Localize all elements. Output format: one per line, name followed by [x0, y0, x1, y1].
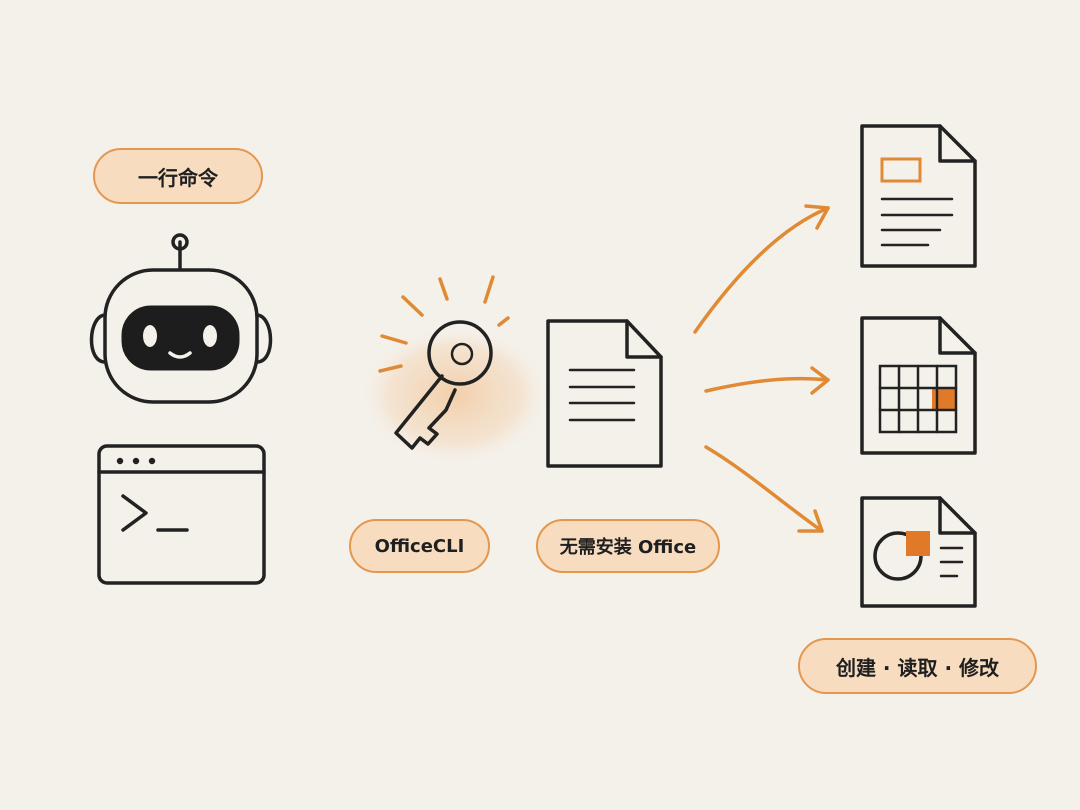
- key-icon: [394, 320, 493, 450]
- label-no-install-office: 无需安装 Office: [536, 519, 720, 573]
- word-document-icon: [860, 124, 977, 268]
- document-icon: [546, 319, 663, 468]
- spreadsheet-icon: [860, 316, 977, 455]
- label-create-read-modify: 创建 · 读取 · 修改: [798, 638, 1037, 694]
- terminal-icon: [97, 444, 266, 585]
- label-one-command: 一行命令: [93, 148, 263, 204]
- robot-icon: [89, 233, 273, 404]
- arrow-to-spreadsheet: [704, 366, 830, 395]
- arrow-to-document: [693, 204, 830, 334]
- sparkle-icon: [378, 275, 510, 373]
- presentation-icon: [860, 496, 977, 608]
- glow-highlight: [360, 325, 550, 465]
- label-officecli: OfficeCLI: [349, 519, 490, 573]
- arrow-to-presentation: [704, 445, 824, 533]
